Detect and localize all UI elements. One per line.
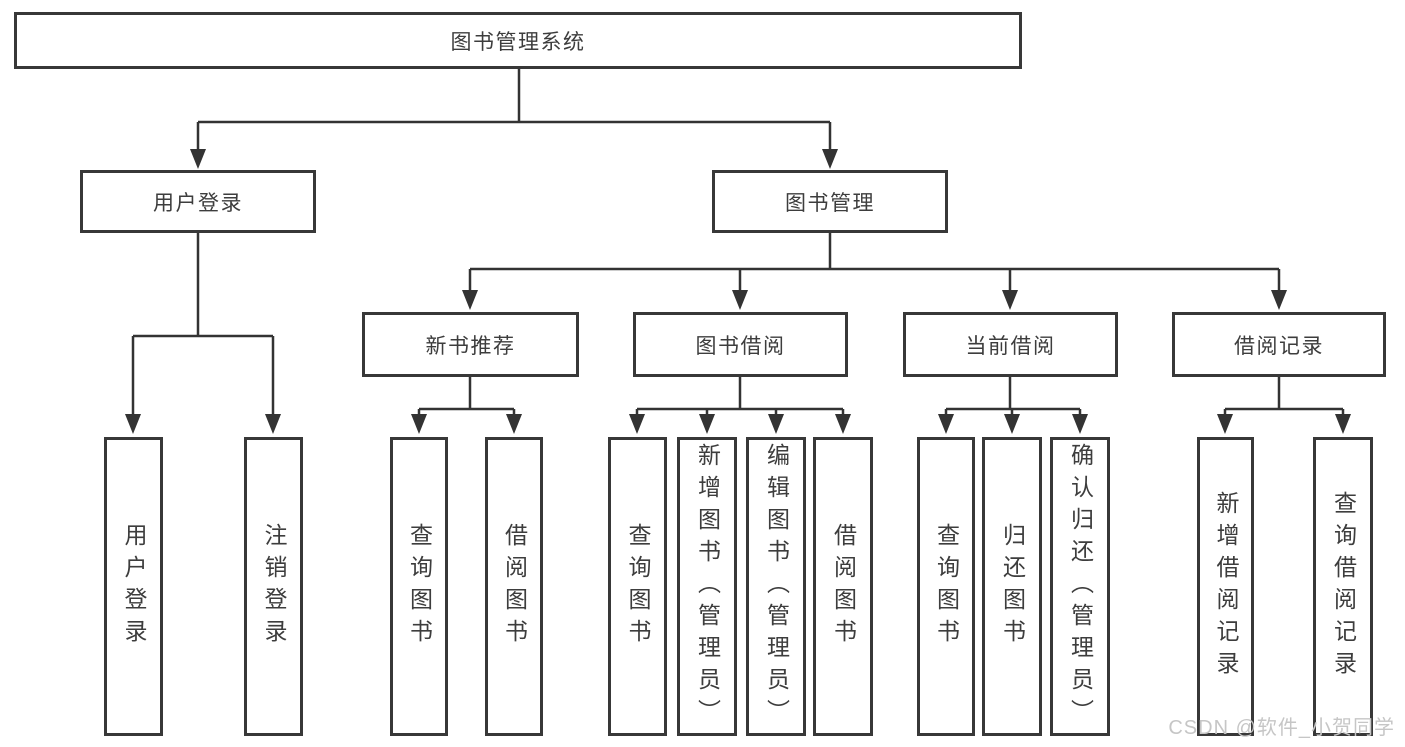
leaf-borrow-books-borrowing: 借阅图书 [813,437,873,736]
connector-arrow [411,409,427,434]
node-library-system: 图书管理系统 [14,12,1022,69]
leaf-return-books: 归还图书 [982,437,1042,736]
node-new-book-recommendation: 新书推荐 [362,312,579,377]
connector-arrow [125,336,141,434]
connector-arrow [1335,409,1351,434]
node-borrowing-records: 借阅记录 [1172,312,1386,377]
connector-arrow [1004,409,1020,434]
connector-book-borrowing-split [637,377,843,411]
node-book-borrowing: 图书借阅 [633,312,848,377]
leaf-add-borrow-record: 新增借阅记录 [1197,437,1254,736]
leaf-add-books-admin: 新增图书（管理员） [677,437,737,736]
connector-arrow [699,409,715,434]
watermark: CSDN @软件_小贺同学 [1168,717,1395,739]
node-user-login: 用户登录 [80,170,316,233]
connector-arrow [938,409,954,434]
connector-user-login-split [133,233,273,338]
leaf-logout-login: 注销登录 [244,437,303,736]
node-book-management: 图书管理 [712,170,948,233]
connector-arrow [1002,269,1018,310]
connector-arrow [506,409,522,434]
connector-book-management-split [470,233,1279,271]
connector-arrow [732,269,748,310]
connector-arrow [629,409,645,434]
connector-current-borrowing-split [946,377,1080,411]
connector-arrow [822,122,838,169]
connector-borrowing-records-split [1225,377,1343,411]
leaf-query-books-current: 查询图书 [917,437,975,736]
connector-arrow [265,336,281,434]
node-current-borrowing: 当前借阅 [903,312,1118,377]
leaf-query-books-borrowing: 查询图书 [608,437,667,736]
connector-new-book-split [419,377,514,411]
leaf-query-books-recommend: 查询图书 [390,437,448,736]
leaf-edit-books-admin: 编辑图书（管理员） [746,437,806,736]
connector-arrow [1271,269,1287,310]
leaf-borrow-books-recommend: 借阅图书 [485,437,543,736]
leaf-query-borrow-record: 查询借阅记录 [1313,437,1373,736]
connector-arrow [1072,409,1088,434]
leaf-confirm-return-admin: 确认归还（管理员） [1050,437,1110,736]
connector-arrow [1217,409,1233,434]
connector-arrow [768,409,784,434]
leaf-user-login: 用户登录 [104,437,163,736]
connector-arrow [190,122,206,169]
connector-arrow [462,269,478,310]
connector-root-split [198,69,830,124]
connector-arrow [835,409,851,434]
